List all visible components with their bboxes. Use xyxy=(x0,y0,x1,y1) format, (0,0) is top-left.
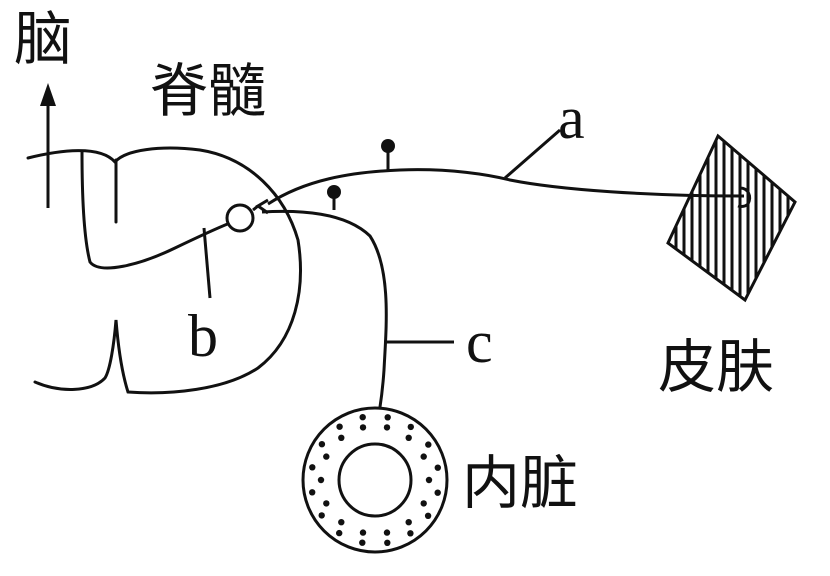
skin-label: 皮肤 xyxy=(658,333,775,401)
organ-dot xyxy=(336,423,343,430)
brain-label: 脑 xyxy=(14,5,73,73)
spinal-cord-label: 脊髓 xyxy=(150,57,267,125)
organ-dot xyxy=(405,519,412,526)
organ-dot xyxy=(424,512,432,519)
organ-dot xyxy=(323,500,330,507)
organ-dot xyxy=(359,529,367,536)
organ-dot xyxy=(317,476,325,484)
organ-dot xyxy=(405,434,412,441)
organ-dot xyxy=(384,539,391,546)
internal-organ-label: 内脏 xyxy=(462,449,579,517)
organ-dot xyxy=(434,489,441,496)
spinal-cord-outline xyxy=(26,146,302,395)
ganglion-a xyxy=(381,139,395,153)
internal-organ-ring xyxy=(301,406,449,554)
neuron-a-label: a xyxy=(558,85,585,151)
organ-dot xyxy=(383,424,391,431)
organ-dot xyxy=(336,529,343,537)
organ-dot xyxy=(383,529,391,536)
organ-dot xyxy=(309,464,316,471)
organ-dot xyxy=(420,500,427,507)
organ-dot xyxy=(425,476,433,484)
organ-dot xyxy=(338,434,345,441)
organ-dot xyxy=(434,464,441,471)
skin-receptor-shape xyxy=(666,133,797,303)
neuron-b-label: b xyxy=(188,303,218,369)
organ-dot xyxy=(359,539,366,546)
organ-dot xyxy=(420,453,427,460)
ganglion-c xyxy=(327,185,341,199)
organ-dot xyxy=(338,519,345,526)
organ-dot xyxy=(407,530,414,537)
interneuron-b xyxy=(202,198,269,299)
organ-dot xyxy=(407,423,414,431)
organ-dots xyxy=(309,414,441,546)
organ-dot xyxy=(359,414,366,421)
organ-dot xyxy=(318,441,326,448)
neuron-c-label: c xyxy=(466,309,493,375)
organ-dot xyxy=(309,489,316,496)
organ-dot xyxy=(323,453,330,460)
organ-dot xyxy=(425,441,432,448)
organ-dot xyxy=(384,414,391,421)
organ-dot xyxy=(359,424,367,431)
ascending-arrow xyxy=(40,83,56,208)
organ-dot xyxy=(318,512,325,519)
